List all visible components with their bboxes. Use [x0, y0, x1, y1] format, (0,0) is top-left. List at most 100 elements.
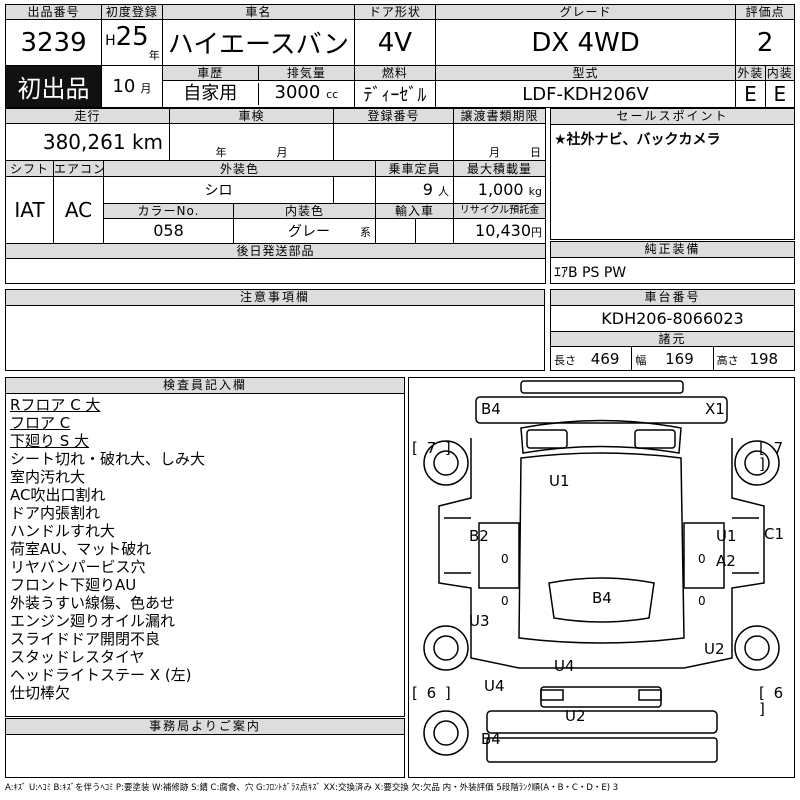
shift: IAT	[5, 175, 54, 244]
score-label: 評価点	[735, 4, 795, 20]
dims-label: 諸元	[551, 332, 794, 347]
rear-light-right	[638, 689, 662, 701]
later-parts-value	[4, 258, 547, 284]
mark-zero-left: 0	[501, 552, 509, 566]
office-box: 事務局よりご案内	[5, 718, 405, 778]
equipment-box: 純正装備 ｴｱB PS PW	[550, 241, 795, 284]
recycle-unit: 円	[531, 226, 543, 240]
capacity: 9	[422, 180, 433, 200]
plate-value	[333, 123, 455, 162]
recycle-label: リサイクル預託金	[453, 202, 547, 220]
chassis-number: KDH206-8066023	[551, 306, 794, 332]
grade: DX 4WD	[434, 19, 737, 66]
first-reg: H25年	[101, 19, 163, 66]
inspector-note: スタッドレスタイヤ	[10, 648, 145, 666]
history: 自家用	[163, 83, 259, 105]
car-name-label: 車名	[161, 4, 355, 20]
inspector-note: エンジン廻りオイル漏れ	[10, 612, 176, 630]
selling-points-box: セールスポイント ★社外ナビ、バックカメラ	[550, 108, 795, 240]
caution-box: 注意事項欄	[5, 289, 545, 371]
transfer-month-unit: 月	[489, 146, 501, 160]
tire-mark-fl: [ 7 ]	[412, 439, 453, 457]
grade-label: グレード	[434, 4, 737, 20]
length-label: 長さ	[554, 354, 576, 367]
lot-no: 3239	[4, 19, 103, 66]
spare-tire	[423, 710, 469, 756]
color-no: 058	[102, 218, 235, 244]
caution-label: 注意事項欄	[6, 290, 544, 306]
inspector-note: ドア内張割れ	[10, 504, 101, 522]
ac: AC	[53, 175, 104, 244]
inspector-note: リヤバンパービス穴	[10, 558, 146, 576]
inspection-month-unit: 月	[276, 146, 288, 160]
capacity-unit: 人	[438, 185, 450, 199]
mark-zero-right-2: 0	[698, 594, 706, 608]
front-grille-right	[634, 429, 676, 449]
transfer-value: 月日	[453, 123, 547, 162]
exterior-label: 外装	[735, 65, 766, 81]
interior-color: グレー	[288, 223, 331, 240]
inspector-note: シート切れ・破れ大、しみ大	[10, 450, 206, 468]
tire-rear-left-inner	[433, 635, 459, 661]
left-side-window	[478, 522, 520, 589]
load: 1,000	[477, 180, 524, 200]
tire-front-right-inner	[744, 450, 770, 476]
displacement: 3000	[274, 82, 321, 103]
mark-zero-left-2: 0	[501, 594, 509, 608]
mark-rear-left: U4	[484, 677, 505, 695]
selling-points-text: ★社外ナビ、バックカメラ	[554, 132, 721, 148]
equipment-text: ｴｱB PS PW	[554, 265, 627, 281]
height: 198	[749, 350, 779, 368]
history-label: 車歴 排気量	[161, 65, 355, 81]
chassis-box: 車台番号 KDH206-8066023 諸元 長さ 469 幅 169 高さ 1…	[550, 289, 795, 371]
load-cell: 1,000 kg	[453, 175, 547, 204]
car-diagram	[423, 380, 780, 763]
mileage-label: 走行	[4, 107, 171, 125]
import-label: 輸入車	[375, 202, 455, 220]
mileage: 380,261	[42, 130, 126, 155]
inspection-label: 車検	[169, 107, 335, 125]
width: 169	[665, 350, 694, 368]
month: 10	[112, 76, 136, 97]
equipment-label: 純正装備	[551, 242, 794, 258]
length: 469	[590, 350, 620, 368]
mark-rear-center: U4	[554, 657, 575, 675]
tire-rear-right-inner	[744, 635, 770, 661]
mark-center: B4	[592, 589, 612, 607]
year-unit: 年	[148, 49, 160, 62]
capacity-cell: 9 人	[375, 175, 455, 204]
body-outline	[438, 438, 765, 669]
capacity-label: 乗車定員	[375, 160, 455, 177]
mileage-cell: 380,261 km	[4, 123, 171, 162]
interior-color-label: 内装色	[233, 202, 377, 220]
mark-right-side-a: U1	[716, 527, 737, 545]
front-grille-left	[526, 429, 568, 449]
fuel-label: 燃料	[353, 65, 436, 81]
inspector-note: 下廻り S 大	[10, 432, 90, 450]
month-unit: 月	[140, 82, 152, 95]
tire-mark-fr: [ 7 ]	[759, 439, 786, 473]
recycle: 10,430	[475, 221, 532, 241]
inspection-year-unit: 年	[215, 146, 227, 160]
history-row: 自家用 3000 cc	[161, 80, 355, 108]
first-listing-badge: 初出品	[4, 65, 103, 108]
mark-front-left: B4	[481, 400, 501, 418]
inspector-label: 検査員記入欄	[6, 378, 404, 394]
mileage-unit: km	[131, 130, 164, 155]
later-parts-label: 後日発送部品	[4, 242, 547, 260]
mark-zero-right: 0	[698, 552, 706, 566]
mark-right-rear-side: U2	[704, 640, 725, 658]
tire-mark-rr: [ 6 ]	[759, 684, 786, 718]
front-bumper-shape	[520, 380, 684, 394]
mark-rear-bottom: B4	[481, 730, 501, 748]
inspection-value: 年月	[169, 123, 335, 162]
interior-color-cell: グレー系	[233, 218, 377, 244]
shift-label: シフト	[5, 160, 54, 177]
door-type: 4V	[353, 19, 436, 66]
inspector-note: AC吹出口割れ	[10, 486, 106, 504]
color-blank	[333, 175, 377, 204]
inspector-note: 荷室AU、マット破れ	[10, 540, 152, 558]
dims-row: 長さ 469 幅 169 高さ 198	[551, 347, 794, 371]
transfer-label: 譲渡書類期限	[453, 107, 547, 125]
inspector-note: フロント下廻りAU	[10, 576, 137, 594]
